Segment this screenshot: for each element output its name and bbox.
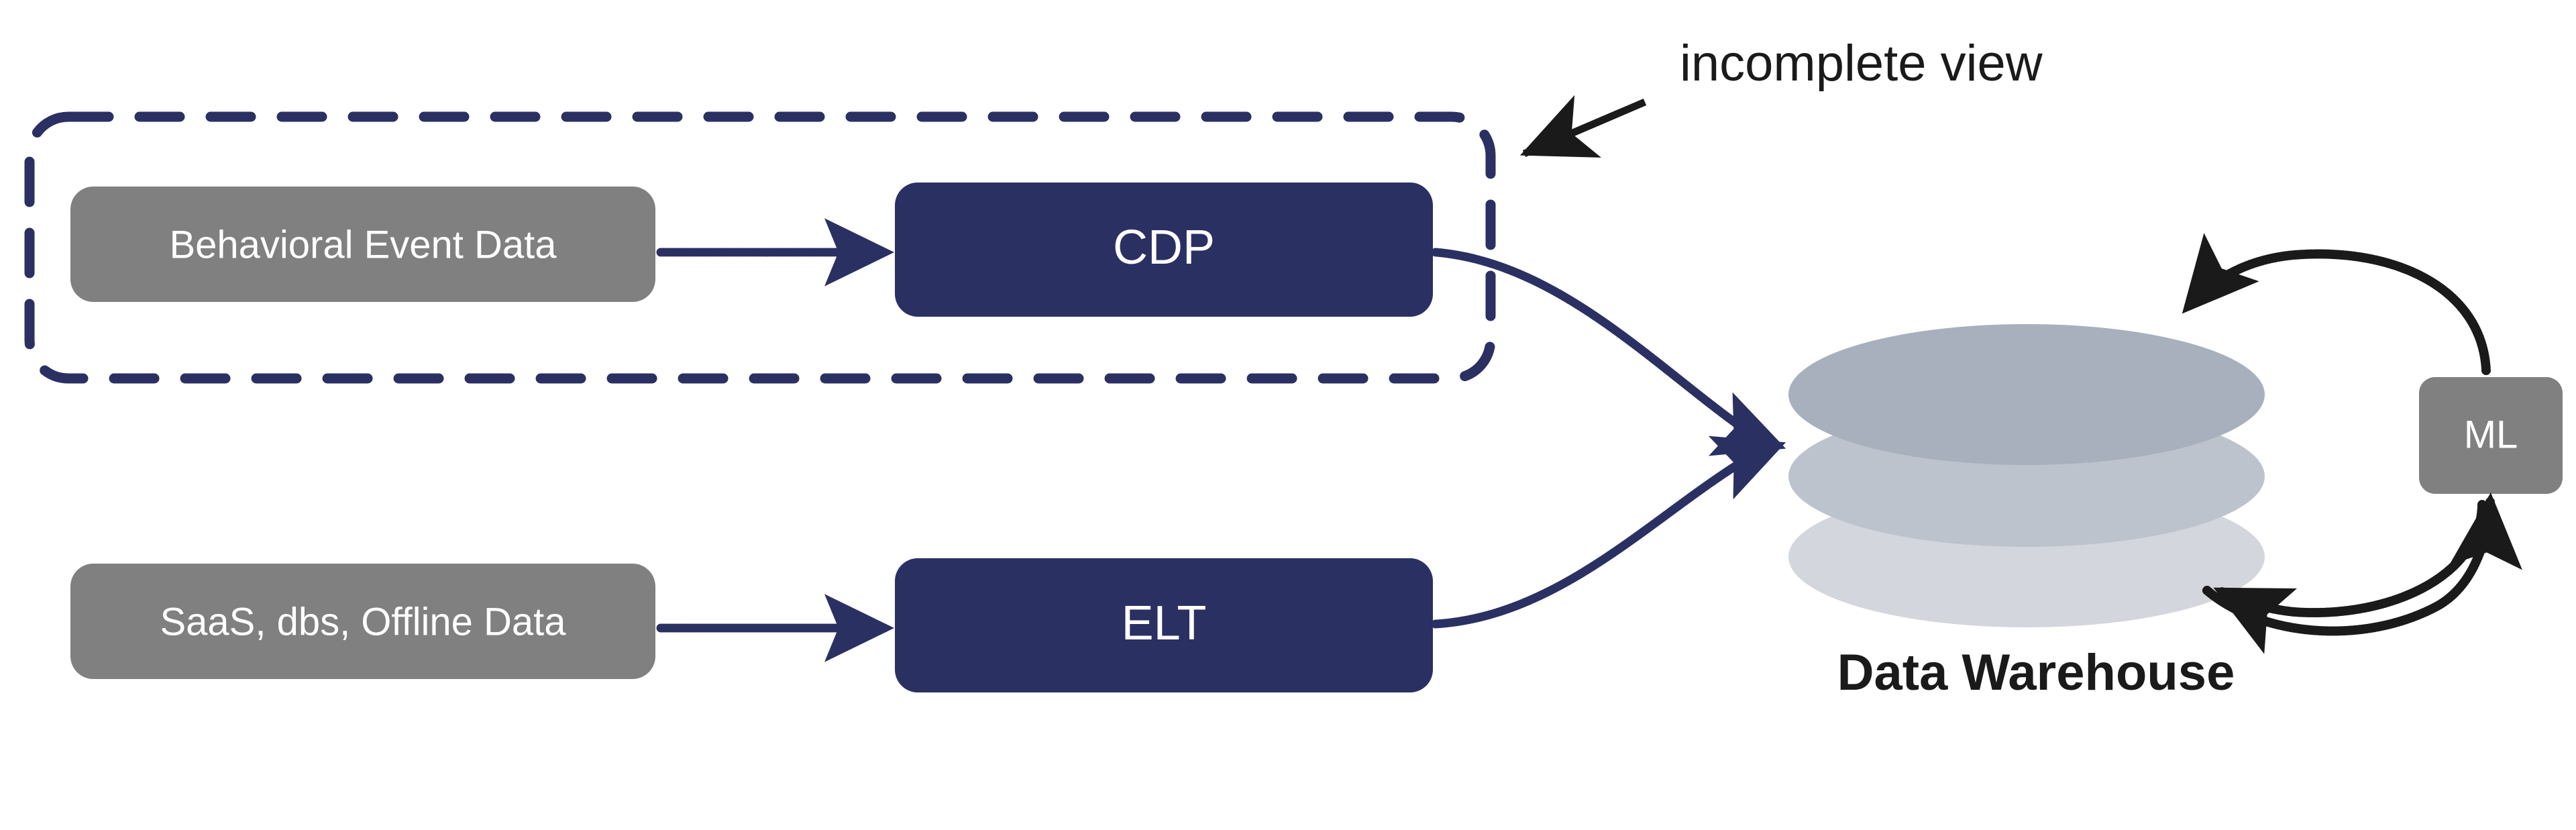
node-ml[interactable]: ML — [2419, 377, 2563, 494]
data-warehouse-label: Data Warehouse — [1837, 644, 2235, 701]
ml-label: ML — [2464, 413, 2518, 456]
edge-ml-to-warehouse-top — [2182, 233, 2491, 375]
node-behavioral-event-data[interactable]: Behavioral Event Data — [70, 187, 655, 302]
saas-dbs-offline-data-box[interactable] — [70, 564, 655, 679]
incomplete-view-pointer-arrow — [1519, 95, 1647, 158]
behavioral-event-data-box[interactable] — [70, 187, 655, 302]
ml-box[interactable] — [2419, 377, 2563, 494]
edge-cdp-to-warehouse — [1431, 248, 1786, 456]
incomplete-view-label: incomplete view — [1680, 35, 2043, 92]
node-saas-dbs-offline-data[interactable]: SaaS, dbs, Offline Data — [70, 564, 655, 679]
warehouse-disc-top — [1788, 324, 2265, 465]
cdp-label: CDP — [1113, 221, 1215, 274]
dashed-grouping-region — [24, 111, 1496, 384]
edge-ml-to-warehouse-bottom — [2213, 500, 2487, 654]
saas-dbs-offline-data-label: SaaS, dbs, Offline Data — [160, 600, 566, 643]
cdp-box[interactable] — [895, 183, 1433, 317]
node-cdp[interactable]: CDP — [895, 183, 1433, 317]
elt-label: ELT — [1122, 596, 1207, 650]
behavioral-event-data-label: Behavioral Event Data — [169, 223, 557, 266]
elt-box[interactable] — [895, 558, 1433, 692]
edge-elt-to-warehouse — [1431, 435, 1786, 629]
node-data-warehouse[interactable]: Data Warehouse — [1788, 324, 2265, 701]
node-elt[interactable]: ELT — [895, 558, 1433, 692]
